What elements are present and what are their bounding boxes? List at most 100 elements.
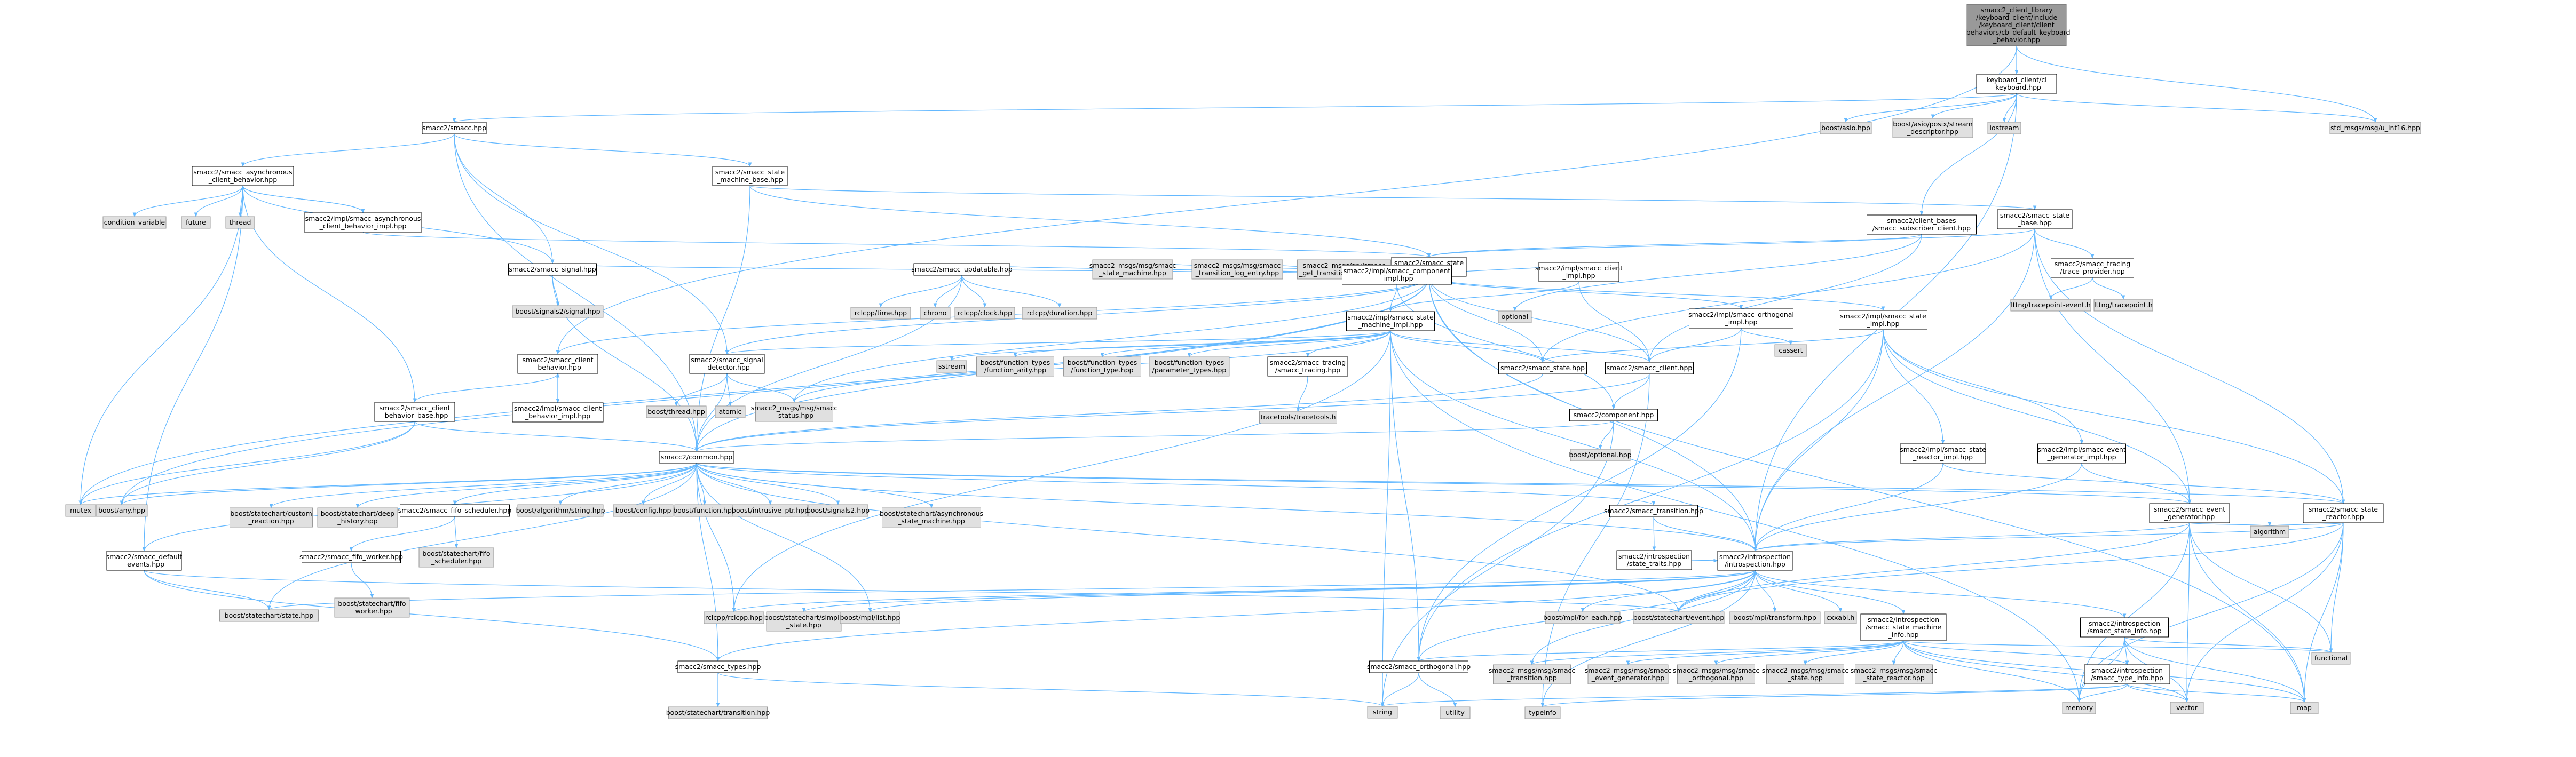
- graph-node-state_hpp[interactable]: smacc2/smacc_state.hpp: [1498, 362, 1587, 374]
- graph-node-comp_impl[interactable]: smacc2/impl/smacc_component_impl.hpp: [1342, 265, 1452, 285]
- graph-node-client_hpp[interactable]: smacc2/smacc_client.hpp: [1605, 362, 1694, 374]
- graph-node-boost_posix_stream[interactable]: boost/asio/posix/stream_descriptor.hpp: [1892, 118, 1973, 138]
- graph-node-intrusive_ptr[interactable]: boost/intrusive_ptr.hpp: [732, 504, 809, 517]
- graph-node-msg_sm[interactable]: smacc2_msgs/msg/smacc_state_machine.hpp: [1089, 259, 1176, 280]
- graph-node-common[interactable]: smacc2/common.hpp: [659, 451, 734, 464]
- graph-node-async_cb[interactable]: smacc2/smacc_asynchronous_client_behavio…: [192, 166, 294, 186]
- graph-node-client_beh_impl[interactable]: smacc2/impl/smacc_client_behavior_impl.h…: [512, 402, 604, 423]
- graph-node-orthogonal_hpp[interactable]: smacc2/smacc_orthogonal.hpp: [1367, 660, 1471, 673]
- graph-node-boost_signals2[interactable]: boost/signals2.hpp: [807, 504, 870, 517]
- graph-node-sstream[interactable]: sstream: [936, 360, 967, 373]
- graph-node-sub_client[interactable]: smacc2/client_bases/smacc_subscriber_cli…: [1867, 214, 1977, 235]
- graph-node-smacc_hpp[interactable]: smacc2/smacc.hpp: [422, 122, 487, 134]
- graph-node-introspection[interactable]: smacc2/introspection/introspection.hpp: [1717, 551, 1793, 571]
- graph-node-event_gen[interactable]: smacc2/smacc_event_generator.hpp: [2149, 503, 2230, 523]
- graph-node-eg_impl[interactable]: smacc2/impl/smacc_event_generator_impl.h…: [2037, 443, 2126, 464]
- graph-node-rclcpp_clock[interactable]: rclcpp/clock.hpp: [954, 307, 1015, 320]
- graph-node-orth_impl[interactable]: smacc2/impl/smacc_orthogonal_impl.hpp: [1688, 308, 1794, 329]
- graph-node-client_impl[interactable]: smacc2/impl/smacc_client_impl.hpp: [1535, 262, 1623, 282]
- graph-node-chrono[interactable]: chrono: [920, 307, 951, 320]
- graph-node-optional[interactable]: optional: [1498, 310, 1532, 323]
- graph-node-msg_transition[interactable]: smacc2_msgs/msg/smacc_transition.hpp: [1489, 664, 1576, 684]
- graph-node-state_base[interactable]: smacc2/smacc_state_base.hpp: [1997, 209, 2073, 229]
- graph-node-sc_state[interactable]: boost/statechart/state.hpp: [219, 609, 319, 622]
- graph-node-custom_reaction[interactable]: boost/statechart/custom_reaction.hpp: [230, 507, 313, 528]
- graph-node-fifo_worker[interactable]: smacc2/smacc_fifo_worker.hpp: [299, 551, 403, 563]
- graph-node-vector[interactable]: vector: [2170, 702, 2204, 714]
- graph-node-boost_asio[interactable]: boost/asio.hpp: [1820, 122, 1872, 134]
- graph-node-memory[interactable]: memory: [2062, 702, 2096, 714]
- graph-node-lttng_event[interactable]: lttng/tracepoint-event.h: [2010, 299, 2091, 312]
- graph-node-ft_param[interactable]: boost/function_types/parameter_types.hpp: [1149, 356, 1230, 377]
- graph-node-alg_string[interactable]: boost/algorithm/string.hpp: [516, 504, 605, 517]
- graph-node-sm_base[interactable]: smacc2/smacc_state_machine_base.hpp: [712, 166, 788, 186]
- graph-node-cond_var[interactable]: condition_variable: [102, 216, 167, 229]
- graph-node-state_impl[interactable]: smacc2/impl/smacc_state_impl.hpp: [1839, 310, 1927, 330]
- graph-node-msg_status[interactable]: smacc2_msgs/msg/smacc_status.hpp: [751, 402, 838, 422]
- graph-node-state_reactor[interactable]: smacc2/smacc_state_reactor.hpp: [2303, 503, 2384, 523]
- graph-node-cassert[interactable]: cassert: [1774, 344, 1807, 357]
- graph-node-msg_sr[interactable]: smacc2_msgs/msg/smacc_state_reactor.hpp: [1851, 664, 1938, 684]
- graph-node-boost_config[interactable]: boost/config.hpp: [613, 504, 674, 517]
- graph-node-map[interactable]: map: [2290, 702, 2319, 714]
- graph-node-algorithm[interactable]: algorithm: [2250, 525, 2289, 538]
- graph-node-rclcpp_duration[interactable]: rclcpp/duration.hpp: [1022, 307, 1097, 320]
- graph-node-atomic[interactable]: atomic: [715, 405, 746, 418]
- graph-node-tracetools[interactable]: tracetools/tracetools.h: [1259, 411, 1337, 424]
- graph-node-fifo_scheduler_sc[interactable]: boost/statechart/fifo_scheduler.hpp: [418, 547, 494, 568]
- graph-node-rclcpp[interactable]: rclcpp/rclcpp.hpp: [704, 611, 764, 624]
- graph-node-mpl_list[interactable]: boost/mpl/list.hpp: [840, 611, 900, 624]
- graph-node-mpl_transform[interactable]: boost/mpl/transform.hpp: [1729, 611, 1821, 624]
- graph-node-string[interactable]: string: [1367, 706, 1398, 719]
- graph-node-sc_transition[interactable]: boost/statechart/transition.hpp: [666, 706, 770, 719]
- graph-node-boost_optional[interactable]: boost/optional.hpp: [1569, 449, 1632, 461]
- graph-node-utility[interactable]: utility: [1440, 706, 1471, 719]
- graph-node-std_msgs_uint16[interactable]: std_msgs/msg/u_int16.hpp: [2329, 122, 2421, 134]
- graph-node-cxxabi[interactable]: cxxabi.h: [1824, 611, 1857, 624]
- graph-node-sc_event[interactable]: boost/statechart/event.hpp: [1633, 611, 1725, 624]
- graph-node-default_events[interactable]: smacc2/smacc_default_events.hpp: [106, 551, 183, 571]
- graph-node-mutex[interactable]: mutex: [65, 504, 96, 517]
- graph-node-fifo_sched[interactable]: smacc2/smacc_fifo_scheduler.hpp: [398, 504, 512, 517]
- graph-node-ft_type[interactable]: boost/function_types/function_type.hpp: [1063, 356, 1141, 377]
- graph-node-boost_thread[interactable]: boost/thread.hpp: [646, 405, 707, 418]
- graph-node-iostream[interactable]: iostream: [1987, 122, 2021, 134]
- graph-node-msg_log[interactable]: smacc2_msgs/msg/smacc_transition_log_ent…: [1191, 259, 1283, 280]
- graph-node-rclcpp_time[interactable]: rclcpp/time.hpp: [850, 307, 911, 320]
- graph-node-fifo_worker_sc[interactable]: boost/statechart/fifo_worker.hpp: [334, 597, 410, 618]
- graph-node-sig_detector[interactable]: smacc2/smacc_signal_detector.hpp: [689, 354, 765, 374]
- graph-node-boost_function[interactable]: boost/function.hpp: [673, 504, 736, 517]
- graph-node-client_beh_base[interactable]: smacc2/smacc_client_behavior_base.hpp: [374, 402, 455, 422]
- graph-node-component_hpp[interactable]: smacc2/component.hpp: [1569, 409, 1658, 421]
- graph-node-tracing_hpp[interactable]: smacc2/smacc_tracing/smacc_tracing.hpp: [1267, 356, 1348, 377]
- graph-node-future[interactable]: future: [181, 216, 211, 229]
- graph-node-msg_state[interactable]: smacc2_msgs/msg/smacc_state.hpp: [1762, 664, 1849, 684]
- graph-node-async_sm[interactable]: boost/statechart/asynchronous_state_mach…: [880, 507, 983, 528]
- graph-node-tracing_provider[interactable]: smacc2/smacc_tracing/trace_provider.hpp: [2051, 258, 2134, 278]
- graph-node-msg_eg[interactable]: smacc2_msgs/msg/smacc_event_generator.hp…: [1585, 664, 1672, 684]
- graph-node-updatable[interactable]: smacc2/smacc_updatable.hpp: [911, 263, 1013, 276]
- graph-node-signal[interactable]: smacc2/smacc_signal.hpp: [508, 263, 597, 276]
- graph-node-transition[interactable]: smacc2/smacc_transition.hpp: [1604, 505, 1703, 517]
- graph-node-lttng_tp[interactable]: lttng/tracepoint.h: [2093, 299, 2153, 312]
- graph-node-types_hpp[interactable]: smacc2/smacc_types.hpp: [675, 660, 761, 673]
- graph-node-state_traits[interactable]: smacc2/introspection/state_traits.hpp: [1616, 550, 1692, 570]
- graph-node-type_info[interactable]: smacc2/introspection/smacc_type_info.hpp: [2084, 664, 2170, 684]
- graph-node-msg_orth[interactable]: smacc2_msgs/msg/smacc_orthogonal.hpp: [1673, 664, 1760, 684]
- graph-node-sm_impl[interactable]: smacc2/impl/smacc_state_machine_impl.hpp: [1346, 311, 1435, 331]
- graph-node-client_beh[interactable]: smacc2/smacc_client_behavior.hpp: [517, 354, 598, 374]
- graph-node-kb_client[interactable]: keyboard_client/cl_keyboard.hpp: [1976, 74, 2057, 94]
- graph-node-async_cb_impl[interactable]: smacc2/impl/smacc_asynchronous_client_be…: [304, 212, 422, 233]
- graph-node-sr_impl[interactable]: smacc2/impl/smacc_state_reactor_impl.hpp: [1900, 443, 1986, 464]
- graph-node-state_info[interactable]: smacc2/introspection/smacc_state_info.hp…: [2080, 617, 2169, 638]
- graph-node-simple_state[interactable]: boost/statechart/simple_state.hpp: [764, 611, 844, 632]
- graph-node-mpl_for_each[interactable]: boost/mpl/for_each.hpp: [1543, 611, 1622, 624]
- graph-node-ft_arity[interactable]: boost/function_types/function_arity.hpp: [976, 356, 1054, 377]
- graph-node-boost_any[interactable]: boost/any.hpp: [96, 504, 148, 517]
- graph-node-root[interactable]: smacc2_client_library/keyboard_client/in…: [1962, 4, 2071, 46]
- graph-node-deep_history[interactable]: boost/statechart/deep_history.hpp: [317, 507, 398, 528]
- graph-node-typeinfo[interactable]: typeinfo: [1524, 706, 1561, 719]
- graph-node-signals2[interactable]: boost/signals2/signal.hpp: [512, 305, 604, 318]
- graph-node-sm_info[interactable]: smacc2/introspection/smacc_state_machine…: [1860, 613, 1947, 641]
- graph-node-functional[interactable]: functional: [2311, 652, 2351, 665]
